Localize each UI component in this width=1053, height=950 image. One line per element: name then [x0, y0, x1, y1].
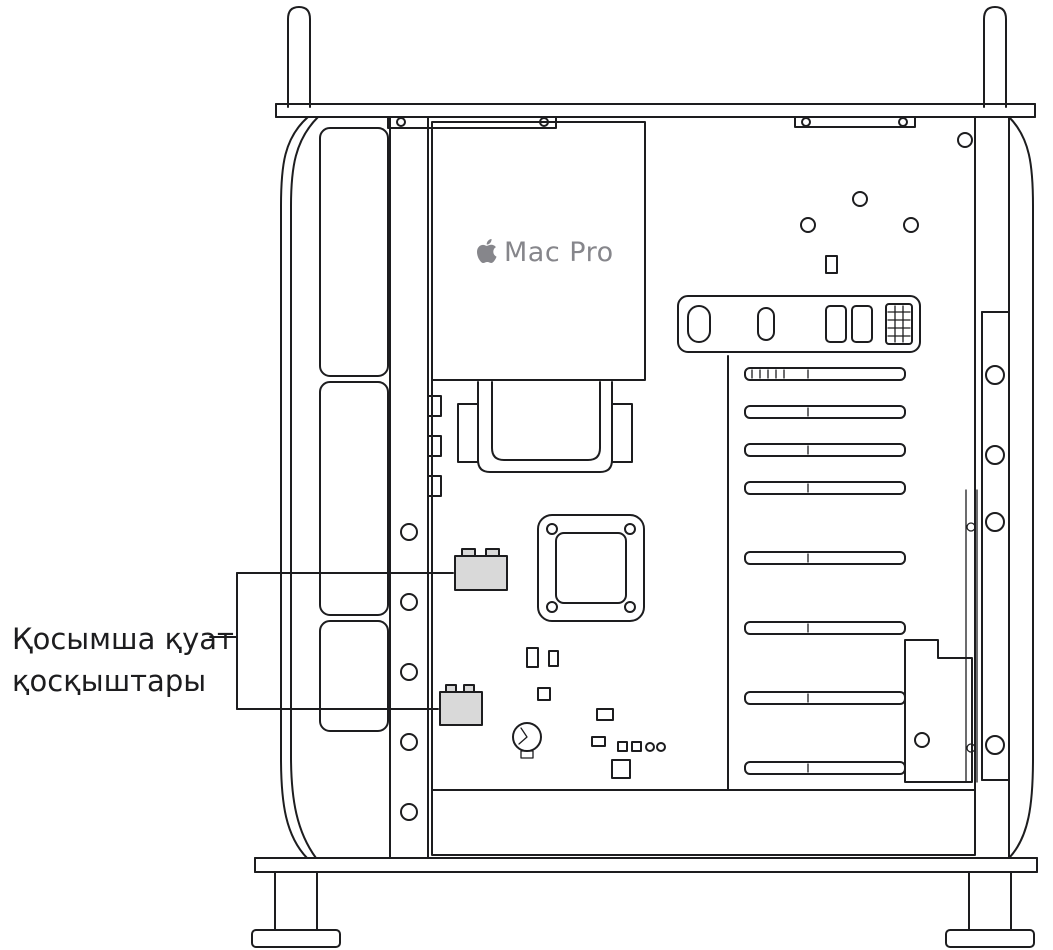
top-handle-right: [983, 6, 1007, 108]
screw-icon: [914, 732, 930, 748]
logo-panel: Mac Pro: [431, 121, 646, 381]
cpu-bracket: [537, 514, 645, 622]
callout-label-line1: Қосымша қуат: [12, 622, 234, 656]
screw-icon: [400, 593, 418, 611]
foot-left: [251, 871, 341, 948]
bracket-step: [904, 639, 973, 783]
apple-logo-icon: [477, 239, 497, 263]
foot-right: [945, 871, 1035, 948]
screw-icon: [801, 117, 811, 127]
pcie-slot-area: [727, 116, 976, 791]
mac-pro-logo-text: Mac Pro: [504, 237, 614, 268]
usb-port-icon: [851, 305, 873, 343]
callout-lines: [209, 572, 454, 710]
screw-icon: [400, 663, 418, 681]
screw-icon: [966, 522, 976, 532]
aux-power-connector-lower: [439, 684, 483, 726]
screw-icon: [400, 523, 418, 541]
callout-label-line2: қосқыштары: [12, 664, 206, 698]
screw-icon: [957, 132, 973, 148]
pcie-slot: [744, 621, 906, 635]
screw-icon: [985, 735, 1005, 755]
pcie-slot: [744, 405, 906, 419]
pcie-slot: [744, 367, 906, 381]
aux-power-connector-upper: [454, 548, 508, 591]
screw-icon: [903, 217, 919, 233]
screw-icon: [624, 601, 636, 613]
pcie-slot: [744, 551, 906, 565]
left-chassis-panels: [319, 116, 442, 859]
power-button-port-icon: [687, 305, 711, 343]
usb-port-icon: [825, 305, 847, 343]
heatsink-block: [457, 381, 633, 473]
screw-icon: [400, 733, 418, 751]
screw-icon: [898, 117, 908, 127]
screw-icon: [800, 217, 816, 233]
screw-icon: [624, 523, 636, 535]
capacitor-icon: [512, 722, 542, 759]
pin-connector-icon: [885, 303, 913, 345]
top-handle-left: [287, 6, 311, 108]
right-mounting-rail: [965, 311, 1009, 783]
screw-icon: [985, 512, 1005, 532]
usb-c-port-icon: [757, 307, 775, 341]
logic-board-components: [431, 379, 976, 856]
screw-icon: [546, 601, 558, 613]
pcie-slot: [744, 761, 906, 775]
screw-icon: [400, 803, 418, 821]
callout: Қосымша қуат қосқыштары: [12, 572, 454, 710]
io-ports-panel: [677, 132, 973, 353]
screw-icon: [966, 743, 976, 753]
screw-icon: [985, 365, 1005, 385]
pcie-slot: [744, 691, 906, 705]
pcie-slot: [744, 443, 906, 457]
bottom-tray: [431, 789, 976, 856]
screw-icon: [546, 523, 558, 535]
screw-icon: [396, 117, 406, 127]
screw-icon: [852, 191, 868, 207]
screw-icon: [985, 445, 1005, 465]
pcie-slot: [744, 481, 906, 495]
